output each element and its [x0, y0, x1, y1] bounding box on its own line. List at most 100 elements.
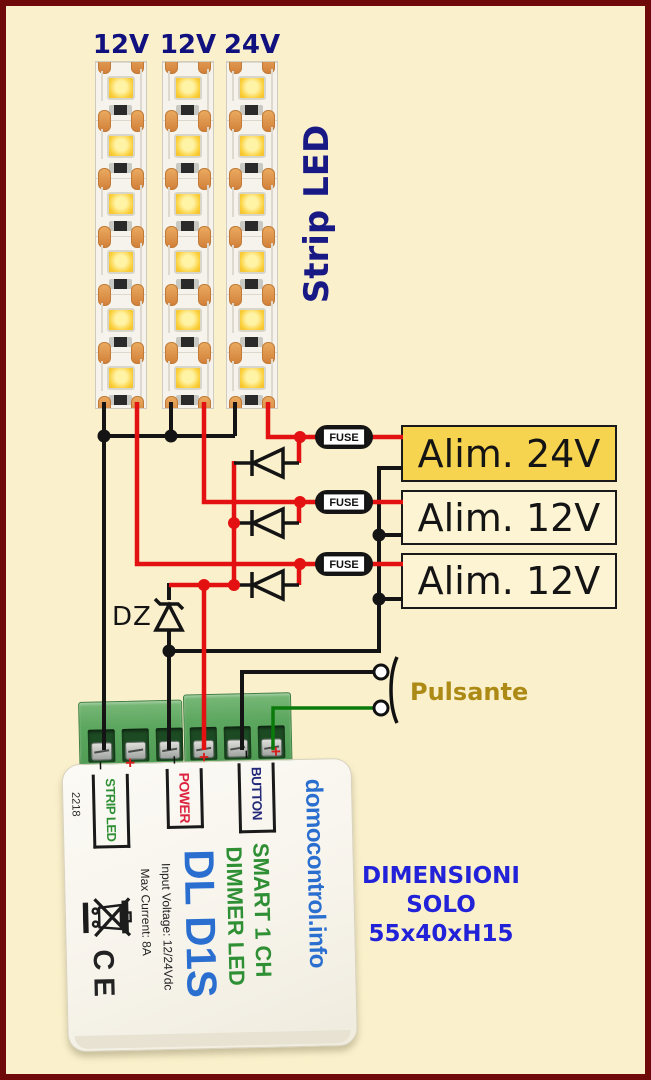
pcb-trace [207, 127, 209, 173]
led-chip [107, 308, 135, 332]
strip2-voltage-label: 12V [159, 30, 217, 60]
solder-pad [198, 342, 211, 364]
fuse-1: FUSE [315, 425, 373, 449]
led-strip-segment [163, 110, 213, 178]
solder-pad [198, 284, 211, 306]
led-chip [238, 134, 266, 158]
pcb-trace [168, 303, 170, 333]
wire-strip2-positive [201, 402, 403, 505]
pcb-trace [207, 69, 209, 115]
module-serial: 2218 [69, 791, 82, 817]
led-strip-segment [163, 168, 213, 236]
led-chip [174, 192, 202, 216]
led-strip-segment [227, 110, 277, 178]
pcb-trace [207, 185, 209, 231]
pcb-trace [140, 185, 142, 231]
solder-pad [229, 396, 242, 408]
pcb-trace [101, 245, 103, 275]
strip-led-terminal-bracket: – + STRIP LED [91, 758, 140, 849]
solder-pad [198, 396, 211, 408]
led-strip-segment [96, 342, 146, 408]
button-minus: – [238, 749, 256, 759]
led-chip [107, 76, 135, 100]
spec-voltage: Input Voltage: 12/24Vdc [158, 862, 176, 991]
led-strip-2 [162, 61, 214, 409]
pcb-trace [207, 359, 209, 405]
resistor [109, 163, 132, 173]
solder-pad [131, 396, 144, 408]
solder-pad [131, 168, 144, 190]
pcb-trace [232, 245, 234, 275]
led-strip-segment [227, 284, 277, 352]
solder-pad [262, 342, 275, 364]
led-strip-segment [96, 62, 146, 120]
solder-pad [131, 62, 144, 74]
solder-pad [262, 168, 275, 190]
wire-supply-negative-bus [169, 466, 403, 653]
pcb-trace [101, 129, 103, 159]
led-chip [238, 192, 266, 216]
strip-led-minus: – [92, 761, 110, 771]
pcb-trace [207, 301, 209, 347]
solder-pad [98, 342, 111, 364]
resistor [109, 279, 132, 289]
pcb-trace [140, 301, 142, 347]
solder-pad [98, 168, 111, 190]
pcb-trace [168, 129, 170, 159]
pcb-trace [140, 69, 142, 115]
resistor [240, 163, 263, 173]
led-strip-1 [95, 61, 147, 409]
pcb-trace [271, 127, 273, 173]
solder-pad [198, 110, 211, 132]
dimensions-line3: 55x40xH15 [368, 921, 514, 947]
dimensions-line2: SOLO [406, 892, 476, 918]
or-diodes [153, 446, 299, 632]
led-chip [238, 76, 266, 100]
pcb-trace [271, 185, 273, 231]
resistor [240, 337, 263, 347]
ce-mark: CE [86, 949, 120, 1005]
supply-12v-box-2: Alim. 12V [401, 553, 617, 609]
resistor [109, 105, 132, 115]
led-strip-segment [96, 284, 146, 352]
resistor [109, 221, 132, 231]
product-line1: SMART 1 CH [248, 842, 277, 978]
resistor [176, 337, 199, 347]
pcb-trace [232, 71, 234, 101]
led-strip-segment [163, 62, 213, 120]
wire-strip3-positive [265, 402, 403, 440]
power-terminal-bracket: – + POWER [165, 752, 213, 829]
power-terminal-label: POWER [176, 772, 194, 824]
led-chip [107, 250, 135, 274]
solder-pad [229, 62, 242, 74]
solder-pad [229, 226, 242, 248]
resistor [176, 279, 199, 289]
resistor [176, 105, 199, 115]
strip-led-plus: + [120, 757, 140, 768]
terminal-cell [87, 729, 116, 763]
led-strip-segment [163, 342, 213, 408]
pcb-trace [232, 303, 234, 333]
brand-text: domocontrol.info [299, 778, 332, 969]
solder-pad [262, 226, 275, 248]
led-chip [107, 134, 135, 158]
fuse-2-label: FUSE [329, 497, 358, 509]
led-strip-3 [226, 61, 278, 409]
led-strip-segment [96, 168, 146, 236]
solder-pad [198, 168, 211, 190]
red-junction-dots [198, 431, 306, 591]
strip-led-title: Strip LED [297, 124, 337, 304]
pcb-trace [101, 303, 103, 333]
resistor [240, 279, 263, 289]
resistor [109, 337, 132, 347]
button-terminal-label: BUTTON [248, 766, 265, 821]
solder-pad [198, 226, 211, 248]
solder-pad [262, 284, 275, 306]
pcb-trace [207, 243, 209, 289]
led-chip [107, 192, 135, 216]
supply-12v-box-1: Alim. 12V [401, 490, 617, 545]
solder-pad [98, 284, 111, 306]
model-name: DL D1S [175, 848, 226, 999]
solder-pad [98, 396, 111, 408]
